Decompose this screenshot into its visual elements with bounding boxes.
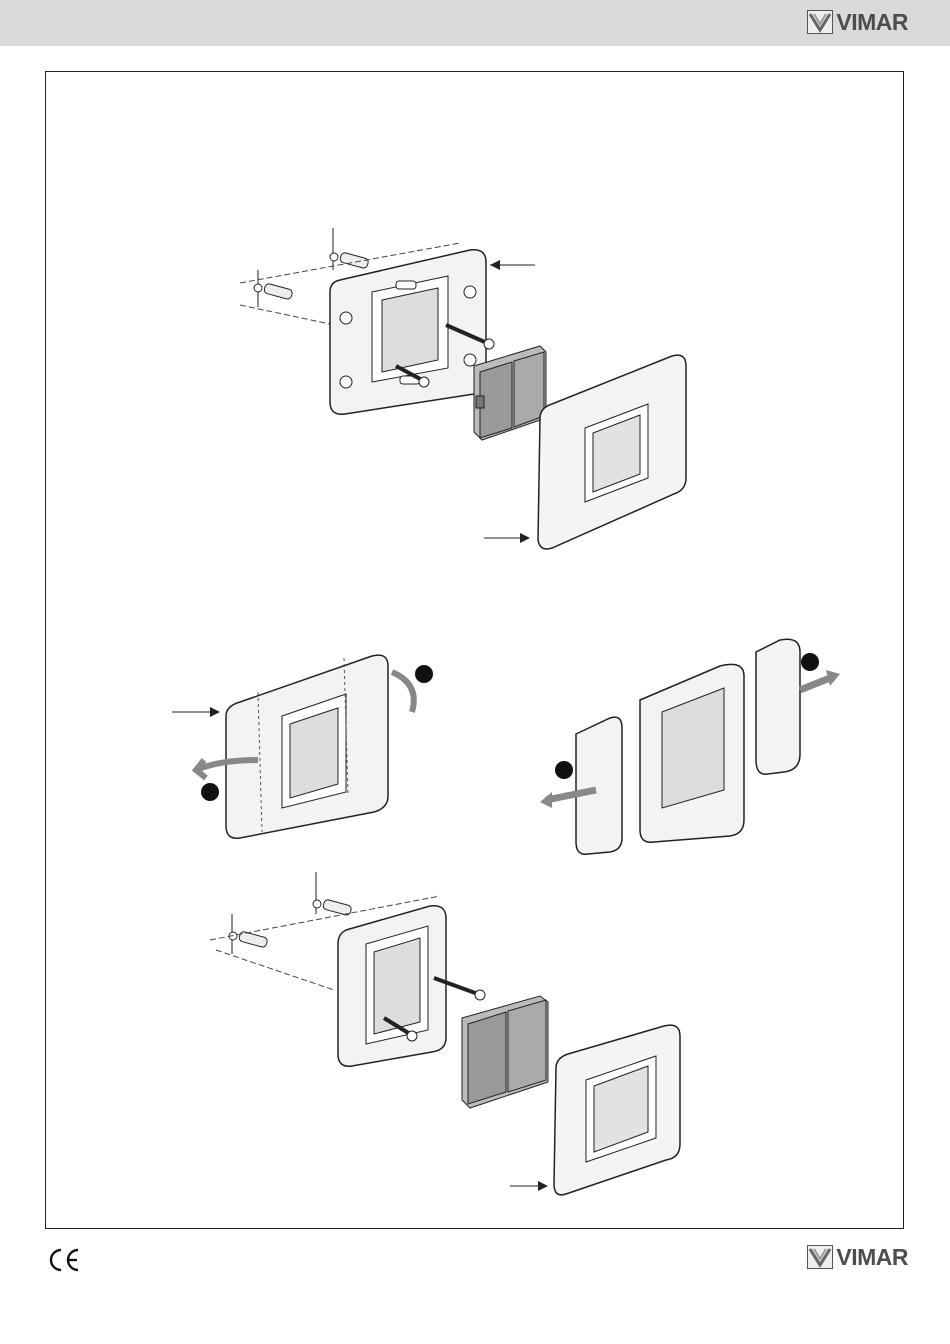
ce-logo-icon <box>46 1248 80 1272</box>
ce-mark: CE <box>46 1248 80 1277</box>
mounting-frame-icon <box>338 906 446 1067</box>
switch-module-icon <box>462 996 548 1108</box>
ce-label: CE <box>46 1248 47 1249</box>
footer-brand-name: VIMAR <box>836 1246 908 1269</box>
vimar-v-logo-icon <box>807 1245 833 1269</box>
footer-brand: VIMAR <box>807 1245 908 1269</box>
